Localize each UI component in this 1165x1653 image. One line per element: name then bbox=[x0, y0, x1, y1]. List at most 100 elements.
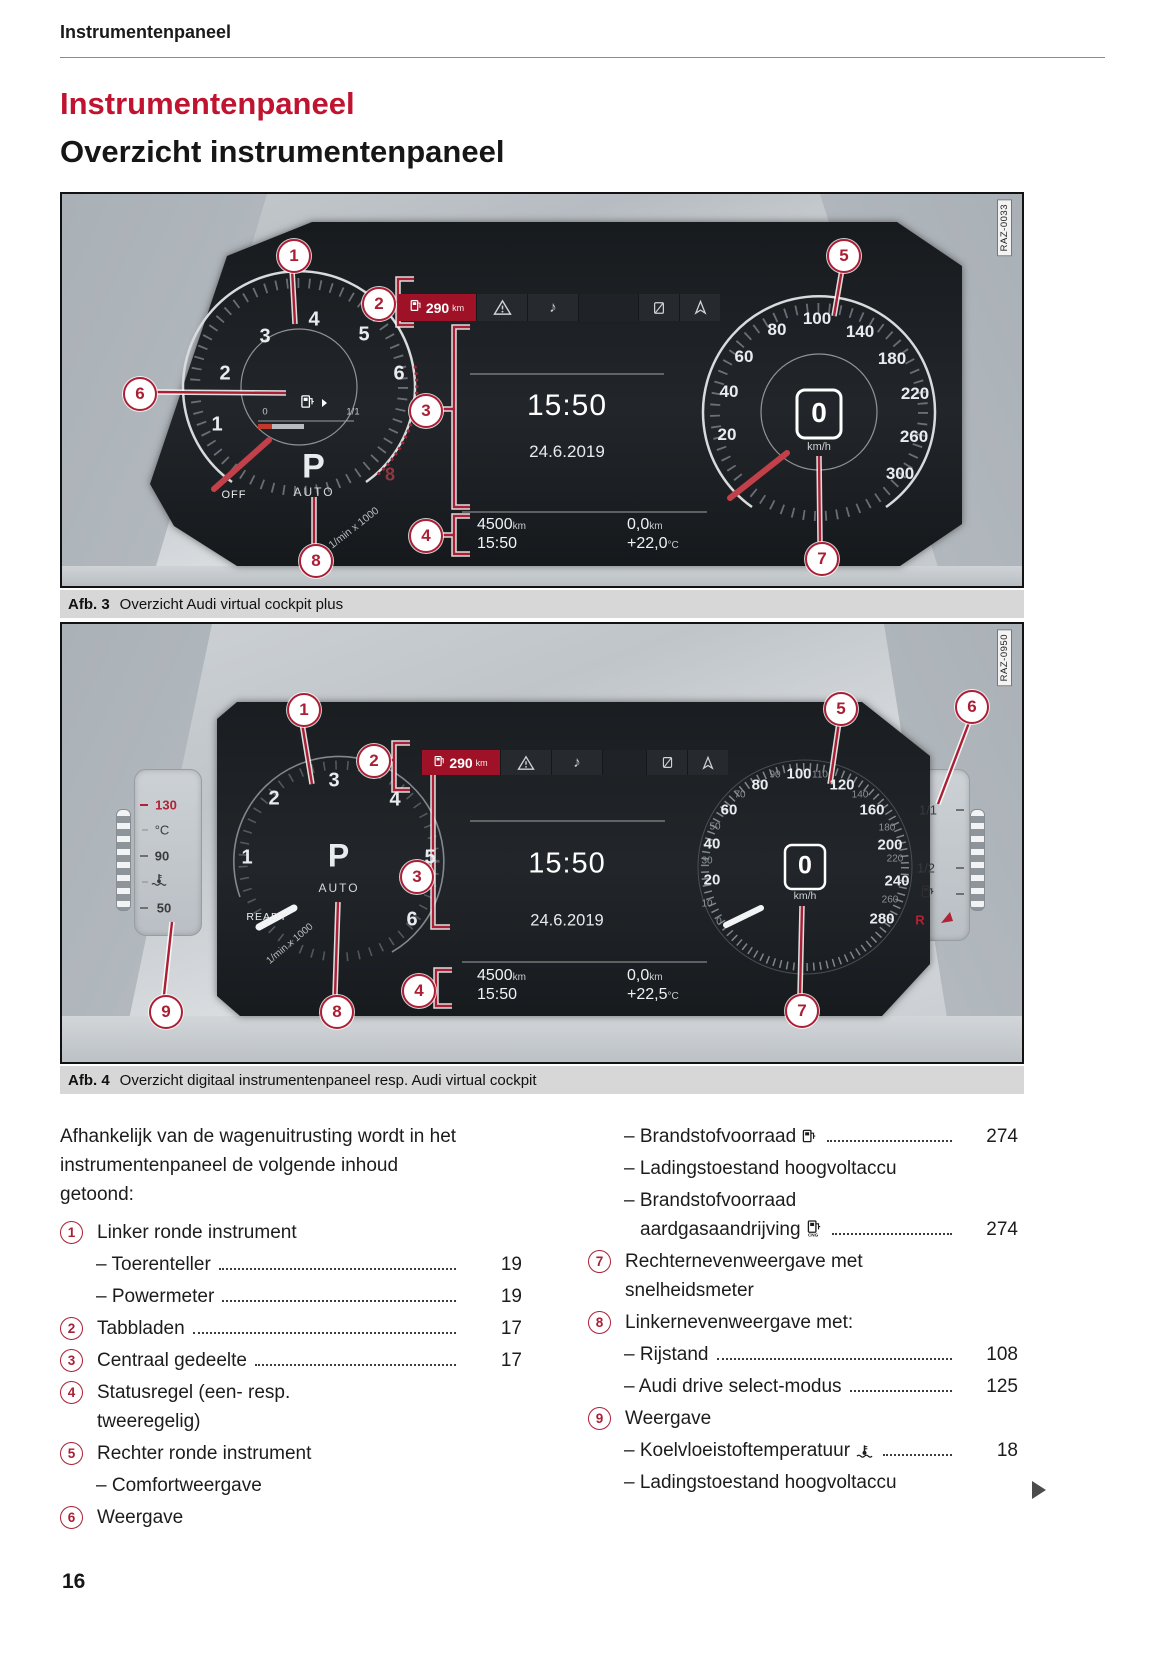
dot-leader bbox=[831, 1233, 952, 1235]
speedo-label: 40 bbox=[719, 382, 739, 401]
speedo-minor-label: 50 bbox=[709, 821, 721, 833]
speedo-minor-label: 180 bbox=[878, 822, 896, 834]
dot-leader bbox=[883, 1454, 952, 1456]
page-ref: 17 bbox=[500, 1318, 522, 1339]
speedo-label: 260 bbox=[899, 427, 929, 446]
list-subitem: – Ladingstoestand hoogvoltaccu bbox=[624, 1472, 897, 1493]
speedo-label: 160 bbox=[859, 801, 885, 819]
callout-2: 2 bbox=[357, 744, 391, 778]
speedo-label: 180 bbox=[877, 349, 907, 368]
list-item: 5 Rechter ronde instrument bbox=[60, 1439, 522, 1468]
list-item: 7 Rechternevenweergave met snelheidsmete… bbox=[588, 1247, 1018, 1305]
speedo-minor-label: 110 bbox=[812, 769, 828, 781]
fuel-half-label: 1/2 bbox=[916, 860, 936, 876]
page-ref: 18 bbox=[996, 1440, 1018, 1461]
dot-leader bbox=[218, 1268, 456, 1270]
speedo-minor-label: 10 bbox=[701, 898, 713, 910]
fuel-pump-icon bbox=[802, 1124, 817, 1153]
coolant-max: 130 bbox=[155, 797, 177, 813]
list-item: 1 Linker ronde instrument bbox=[60, 1218, 522, 1247]
running-header: Instrumentenpaneel bbox=[60, 22, 232, 42]
fuel-reserve-label: R bbox=[915, 912, 925, 928]
page-ref: 19 bbox=[500, 1286, 522, 1307]
list-item: 9 Weergave bbox=[588, 1404, 1018, 1433]
callout-8: 8 bbox=[299, 544, 333, 578]
svg-text:CNG: CNG bbox=[808, 1232, 819, 1237]
callout-7: 7 bbox=[785, 994, 819, 1028]
speedo-label: 300 bbox=[885, 464, 915, 483]
trip-distance: 0,0km bbox=[627, 516, 663, 533]
fuel-range-badge: 290 km bbox=[398, 294, 476, 321]
item-number: 7 bbox=[588, 1250, 611, 1273]
clock: 15:50 bbox=[526, 389, 608, 422]
callout-6: 6 bbox=[955, 690, 989, 724]
page-ref: 19 bbox=[500, 1254, 522, 1275]
list-subitem: – Ladingstoestand hoogvoltaccu bbox=[624, 1158, 897, 1179]
status-bar-spacer bbox=[578, 294, 638, 321]
figure-caption: Afb. 4 Overzicht digitaal instrumentenpa… bbox=[60, 1066, 1024, 1094]
caption-text: Overzicht digitaal instrumentenpaneel re… bbox=[119, 1071, 537, 1089]
speedo-label: 120 bbox=[829, 776, 855, 794]
callout-2: 2 bbox=[362, 287, 396, 321]
page-ref: 108 bbox=[986, 1344, 1018, 1365]
speedo-minor-label: 30 bbox=[701, 855, 713, 867]
tach-label: 1 bbox=[211, 413, 223, 436]
page-ref: 17 bbox=[500, 1350, 522, 1371]
fuel-full-label: 1/1 bbox=[918, 802, 938, 818]
ready-label: READY bbox=[246, 911, 288, 923]
speedo-label: 200 bbox=[877, 836, 903, 854]
status-time: 15:50 bbox=[477, 535, 518, 552]
callout-4: 4 bbox=[409, 519, 443, 553]
figure-virtual-cockpit-plus: 1 2 3 4 5 6 8 0 1/1 P AUTO OFF 1/min x 1… bbox=[60, 192, 1024, 618]
fuel-range-badge: 290 km bbox=[422, 750, 500, 775]
item-number: 6 bbox=[60, 1506, 83, 1529]
clock: 15:50 bbox=[528, 847, 606, 880]
phone-disabled-icon bbox=[662, 757, 672, 768]
speedo-label: 20 bbox=[717, 425, 737, 444]
status-time: 15:50 bbox=[477, 986, 518, 1003]
dot-leader bbox=[222, 1300, 456, 1302]
tach-label: 5 bbox=[424, 846, 436, 869]
speed-unit: km/h bbox=[793, 890, 817, 902]
callout-1: 1 bbox=[277, 239, 311, 273]
coolant-min: 50 bbox=[156, 900, 172, 916]
speedo-label: 280 bbox=[869, 910, 895, 928]
callout-6: 6 bbox=[123, 377, 157, 411]
page-number: 16 bbox=[62, 1570, 86, 1593]
dot-leader bbox=[849, 1390, 952, 1392]
item-number: 8 bbox=[588, 1311, 611, 1334]
page-ref: 274 bbox=[986, 1219, 1018, 1240]
speed-value: 0 bbox=[798, 851, 812, 880]
speed-unit: km/h bbox=[807, 441, 831, 453]
figure-caption: Afb. 3 Overzicht Audi virtual cockpit pl… bbox=[60, 590, 1024, 618]
speedo-minor-label: 90 bbox=[769, 769, 781, 781]
outside-temperature: +22,5°C bbox=[627, 986, 679, 1003]
callout-8: 8 bbox=[320, 995, 354, 1029]
coolant-mid: 90 bbox=[154, 848, 170, 864]
callout-5: 5 bbox=[827, 239, 861, 273]
phone-disabled-tab bbox=[638, 294, 679, 321]
speedo-label: 80 bbox=[767, 320, 787, 339]
item-number: 2 bbox=[60, 1317, 83, 1340]
header-rule bbox=[60, 57, 1105, 58]
speedo-minor-label: 70 bbox=[734, 789, 746, 801]
tach-label: 3 bbox=[259, 325, 271, 348]
warning-triangle-icon bbox=[492, 299, 512, 315]
list-item: 8 Linkernevenweergave met: bbox=[588, 1308, 1018, 1337]
speedo-label: 80 bbox=[751, 776, 769, 794]
callout-7: 7 bbox=[805, 542, 839, 576]
speedo-label: 20 bbox=[703, 871, 721, 889]
tach-label: 2 bbox=[268, 787, 280, 810]
warning-triangle-icon bbox=[517, 754, 535, 770]
tach-label: 4 bbox=[389, 788, 401, 811]
navigation-tab bbox=[687, 750, 728, 775]
nav-arrow-icon bbox=[693, 300, 707, 315]
